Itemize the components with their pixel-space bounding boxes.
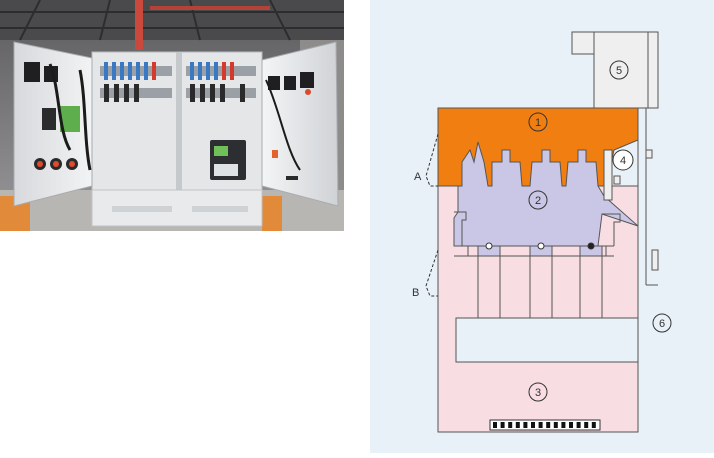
vent-slot (493, 422, 497, 428)
vent-grille-slots (493, 422, 596, 428)
contact-dot-2 (537, 242, 545, 250)
vent-grille (489, 419, 601, 431)
vent-slot (569, 422, 573, 428)
svg-text:2: 2 (535, 195, 541, 207)
callout-6: 6 (652, 313, 672, 333)
side-tab-lower (651, 249, 659, 271)
front-plate (603, 149, 613, 201)
vent-slot (508, 422, 513, 428)
svg-text:1: 1 (535, 117, 541, 129)
top-compartment-tab (571, 31, 595, 55)
contact-dot-3 (587, 242, 595, 250)
zone-label-b: B (412, 287, 419, 299)
zone-b-bracket (425, 249, 439, 297)
vent-slot (576, 422, 581, 428)
contact-dot-1 (485, 242, 493, 250)
svg-text:3: 3 (535, 387, 541, 399)
switchgear-photo (0, 0, 344, 231)
cable-column-2 (529, 255, 553, 319)
vent-slot (500, 422, 505, 428)
zone-label-a: A (414, 171, 422, 183)
vent-slot (523, 422, 528, 428)
vent-slot (591, 422, 596, 428)
callout-4: 4 (612, 149, 634, 171)
callout-3: 3 (528, 382, 548, 402)
callout-2: 2 (528, 190, 548, 210)
cable-column-3 (579, 255, 603, 319)
svg-text:5: 5 (616, 65, 622, 77)
cable-column-1 (477, 255, 501, 319)
svg-text:6: 6 (659, 318, 665, 330)
vent-slot (538, 422, 543, 428)
vent-slot (561, 422, 566, 428)
svg-text:4: 4 (620, 155, 626, 167)
switchgear-cross-section-diagram: A B 1 2 3 4 5 6 (370, 0, 714, 453)
vent-slot (546, 422, 551, 428)
vent-slot (584, 422, 589, 428)
vent-slot (515, 422, 520, 428)
front-plate-pin (613, 175, 621, 185)
purple-breaker-body (453, 141, 639, 247)
cable-columns (477, 242, 603, 319)
diagram-canvas: A B 1 2 3 4 5 6 (370, 0, 714, 453)
top-compartment-box (593, 31, 659, 109)
callout-5: 5 (609, 60, 629, 80)
vent-slot (553, 422, 558, 428)
vent-slot (531, 422, 535, 428)
zone-a-bracket (425, 133, 439, 187)
callout-1: 1 (528, 112, 548, 132)
switchgear-photo-illustration (0, 0, 344, 231)
side-tab-upper (645, 149, 653, 159)
